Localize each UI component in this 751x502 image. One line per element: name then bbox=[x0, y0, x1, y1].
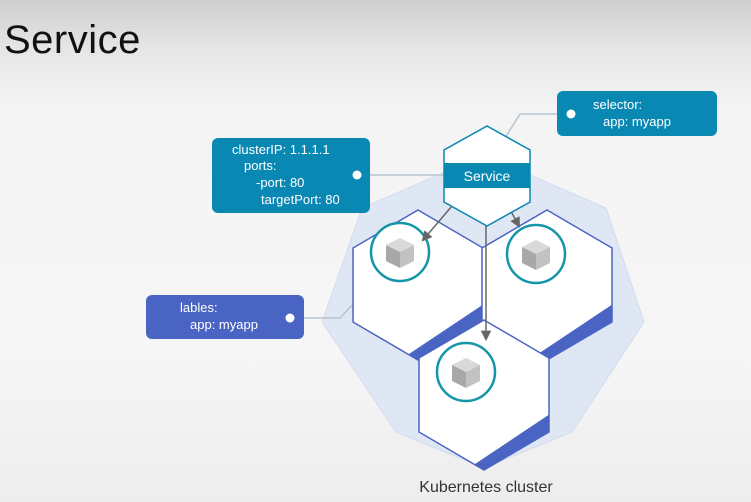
arrow-to-node-1 bbox=[421, 205, 453, 242]
cube-icon bbox=[522, 240, 550, 270]
cluster-label: Kubernetes cluster bbox=[419, 479, 553, 496]
labels-line-2: app: myapp bbox=[190, 317, 258, 332]
labels-box: lables: app: myapp bbox=[146, 295, 304, 339]
cube-icon bbox=[386, 238, 414, 268]
clusterip-line-4: targetPort: 80 bbox=[261, 192, 340, 207]
selector-connector bbox=[504, 113, 570, 139]
selector-dot bbox=[566, 109, 576, 119]
labels-dot bbox=[285, 313, 295, 323]
clusterip-dot bbox=[352, 170, 362, 180]
page-title: Service bbox=[4, 18, 141, 62]
clusterip-box: clusterIP: 1.1.1.1 ports: -port: 80 targ… bbox=[212, 138, 370, 213]
node-1: Node 1 bbox=[352, 209, 484, 361]
node-3: Node 3 bbox=[418, 319, 550, 471]
node-2: Node 2 bbox=[481, 209, 613, 361]
clusterip-line-1: clusterIP: 1.1.1.1 bbox=[232, 142, 330, 157]
clusterip-line-2: ports: bbox=[244, 158, 277, 173]
clusterip-line-3: -port: 80 bbox=[256, 175, 304, 190]
selector-line-2: app: myapp bbox=[603, 114, 671, 129]
selector-line-1: selector: bbox=[593, 97, 642, 112]
service-label: Service bbox=[464, 168, 511, 184]
cube-icon bbox=[452, 358, 480, 388]
labels-line-1: lables: bbox=[180, 300, 218, 315]
selector-box: selector: app: myapp bbox=[557, 91, 717, 136]
service-node: Service bbox=[443, 125, 531, 227]
